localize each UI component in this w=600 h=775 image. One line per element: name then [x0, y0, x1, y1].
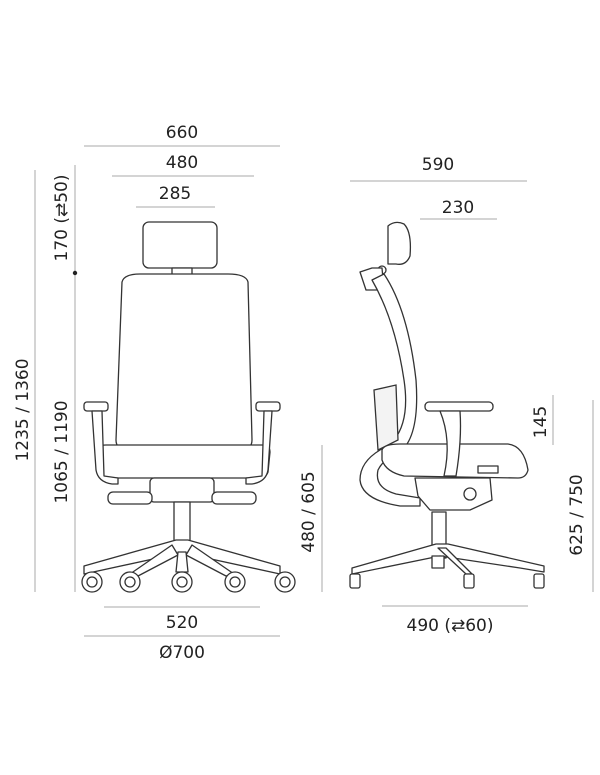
depth-overall-label: 590	[422, 155, 454, 175]
base-diameter-label: Ø700	[159, 643, 205, 663]
armrest-adjust-label: 145	[531, 406, 551, 438]
headrest-depth-label: 230	[442, 198, 474, 218]
base-width-label: 520	[166, 613, 198, 633]
height-back-label: 1065 / 1190	[52, 400, 72, 503]
seat-height-label: 480 / 605	[299, 471, 319, 552]
width-back-label: 480	[166, 153, 198, 173]
chair-side-view	[349, 221, 545, 589]
dimension-lines	[34, 145, 594, 637]
chair-front-view	[81, 221, 296, 593]
armrest-height-label: 625 / 750	[567, 474, 587, 555]
width-headrest-label: 285	[159, 184, 191, 204]
height-total-label: 1235 / 1360	[13, 358, 33, 461]
seat-depth-label: 490 (⇄60)	[407, 616, 494, 636]
width-overall-label: 660	[166, 123, 198, 143]
headrest-adjust-label: 170 (⇄50)	[52, 175, 72, 262]
